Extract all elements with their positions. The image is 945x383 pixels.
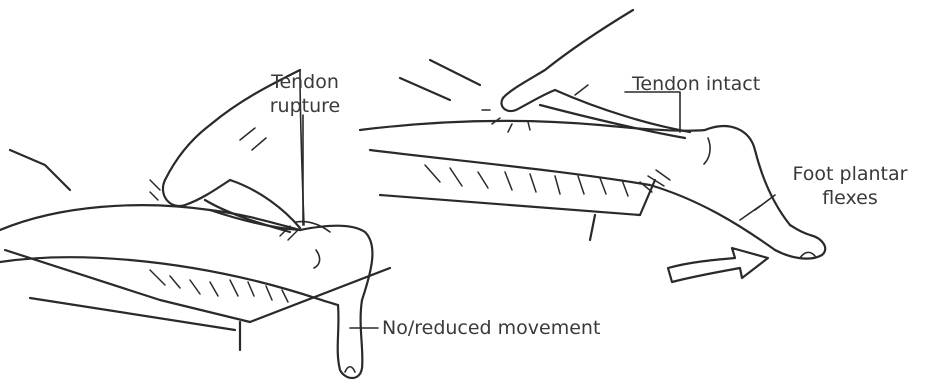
foot-plantar-leader — [755, 195, 775, 210]
curved-arrow-icon — [668, 248, 768, 282]
no-reduced-movement-label: No/reduced movement — [382, 316, 600, 340]
tendon-intact-leader — [625, 92, 680, 132]
foot-plantar-line1: Foot plantar — [786, 162, 914, 186]
tendon-intact-label: Tendon intact — [632, 72, 760, 96]
tendon-rupture-line1: Tendon — [262, 70, 348, 94]
tendon-rupture-label: Tendon rupture — [262, 70, 348, 118]
right-couch — [380, 180, 655, 240]
right-leg — [360, 121, 825, 259]
foot-plantar-line2: flexes — [786, 186, 914, 210]
foot-plantar-label: Foot plantar flexes — [786, 162, 914, 210]
tendon-rupture-line2: rupture — [262, 94, 348, 118]
